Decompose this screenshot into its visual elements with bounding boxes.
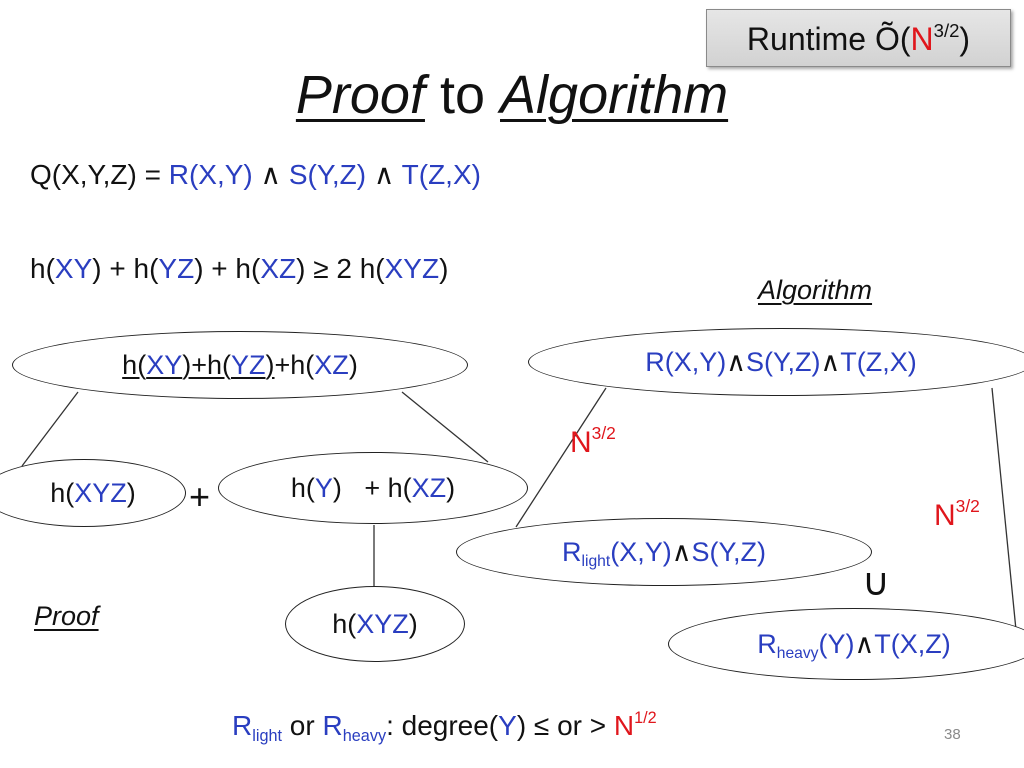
- heavy-args: (Y): [818, 628, 855, 659]
- proof-bottom-text: h(: [332, 608, 357, 639]
- algo-edge-left: [515, 387, 607, 528]
- proof-root-xz: XZ: [314, 349, 349, 380]
- algo-root-t: T(Z,X): [840, 346, 917, 377]
- proof-left-text: h(: [50, 477, 75, 508]
- title-to: to: [424, 65, 501, 125]
- proof-edge-right: [401, 391, 489, 463]
- runtime-suffix: ): [959, 21, 971, 57]
- ineq-xyz: XYZ: [384, 253, 440, 284]
- footer-r-heavy: R: [322, 710, 343, 741]
- entropy-inequality: h(XY) + h(YZ) + h(XZ) ≥ 2 h(XYZ): [30, 253, 448, 285]
- proof-left-text: ): [126, 477, 136, 508]
- ineq-xz: XZ: [260, 253, 297, 284]
- algo-light-node: Rlight(X,Y)∧S(Y,Z): [456, 518, 872, 586]
- footer-light-subscript: light: [252, 726, 283, 745]
- heavy-r-letter: R: [757, 628, 777, 659]
- footer-n: N: [613, 710, 635, 741]
- runtime-prefix: Runtime Õ(: [746, 21, 911, 57]
- light-subscript: light: [581, 552, 611, 570]
- light-args: (X,Y): [610, 536, 672, 567]
- footer-y: Y: [498, 710, 517, 741]
- query-lhs: Q(X,Y,Z) =: [30, 159, 169, 190]
- proof-root-node: h(XY)+h(YZ)+h(XZ): [12, 331, 468, 399]
- proof-edge-left: [21, 391, 79, 467]
- ineq-yz: YZ: [158, 253, 195, 284]
- light-r-letter: R: [561, 536, 582, 567]
- algo-root-r: R(X,Y): [645, 346, 727, 377]
- query-r: R(X,Y): [168, 159, 253, 190]
- proof-root-text: +h(: [274, 349, 315, 380]
- algorithm-label: Algorithm: [758, 275, 873, 305]
- proof-root-yz: YZ: [231, 349, 266, 380]
- proof-root-text: ): [265, 349, 275, 380]
- ineq-text: h(: [30, 253, 55, 284]
- heavy-t: T(X,Z): [874, 628, 951, 659]
- proof-right-xz: XZ: [411, 472, 447, 503]
- query-formula: Q(X,Y,Z) = R(X,Y) ∧ S(Y,Z) ∧ T(Z,X): [30, 158, 481, 191]
- proof-left-xyz: XYZ: [74, 477, 127, 508]
- light-s: S(Y,Z): [691, 536, 767, 567]
- algo-cost-left: N3/2: [570, 423, 616, 460]
- cost-n: N: [570, 426, 592, 459]
- proof-label: Proof: [34, 601, 99, 631]
- degree-condition: Rlight or Rheavy: degree(Y) ≤ or > N1/2: [232, 709, 657, 745]
- ineq-xy: XY: [54, 253, 93, 284]
- page-number: 38: [944, 726, 961, 743]
- algorithm-root-node: R(X,Y)∧S(Y,Z)∧T(Z,X): [528, 328, 1024, 396]
- proof-root-text: h(: [122, 349, 147, 380]
- footer-exponent: 1/2: [634, 709, 657, 728]
- plus-sign: +: [189, 476, 211, 517]
- footer-or: or: [282, 710, 323, 741]
- algo-root-and: ∧: [726, 346, 746, 377]
- ineq-text: ) + h(: [194, 253, 261, 284]
- heavy-and: ∧: [854, 628, 875, 659]
- query-and-1: ∧: [252, 159, 289, 190]
- proof-right-text: ): [446, 472, 456, 503]
- proof-root-text: )+h(: [182, 349, 231, 380]
- slide-title: Proof to Algorithm: [0, 64, 1024, 126]
- footer-r-light: R: [232, 710, 253, 741]
- runtime-exponent: 3/2: [933, 19, 960, 41]
- query-t: T(Z,X): [401, 159, 481, 190]
- heavy-subscript: heavy: [776, 644, 819, 662]
- proof-right-y: Y: [314, 472, 333, 503]
- proof-right-text: ) + h(: [332, 472, 412, 503]
- ineq-text: ): [439, 253, 449, 284]
- light-r: Rlight: [561, 536, 611, 570]
- algo-cost-right: N3/2: [934, 496, 980, 533]
- proof-right-node: h(Y) + h(XZ): [218, 452, 528, 524]
- ineq-text: ) ≥ 2 h(: [296, 253, 385, 284]
- ineq-text: ) + h(: [92, 253, 159, 284]
- query-s: S(Y,Z): [288, 159, 367, 190]
- proof-left-node: h(XYZ): [0, 459, 186, 527]
- runtime-box: Runtime Õ(N3/2): [706, 9, 1011, 67]
- title-proof: Proof: [295, 65, 425, 125]
- proof-bottom-text: ): [408, 608, 418, 639]
- heavy-r: Rheavy: [757, 628, 819, 662]
- footer-text: : degree(: [386, 710, 499, 741]
- proof-root-underlined: h(XY)+h(YZ): [122, 350, 274, 380]
- algo-root-s: S(Y,Z): [746, 346, 821, 377]
- proof-bottom-xyz: XYZ: [356, 608, 409, 639]
- proof-bottom-node: h(XYZ): [285, 586, 465, 662]
- cost-exponent: 3/2: [591, 423, 616, 444]
- algo-heavy-node: Rheavy(Y)∧T(X,Z): [668, 608, 1024, 680]
- runtime-n: N: [910, 21, 934, 57]
- union-symbol: ∪: [862, 562, 890, 604]
- title-algorithm: Algorithm: [500, 65, 729, 125]
- algo-edge-right: [991, 387, 1017, 631]
- proof-root-text: ): [348, 349, 358, 380]
- query-and-2: ∧: [366, 159, 402, 190]
- light-and: ∧: [671, 536, 692, 567]
- cost-exponent: 3/2: [955, 496, 980, 517]
- footer-heavy-subscript: heavy: [342, 726, 387, 745]
- algo-root-and: ∧: [820, 346, 841, 377]
- proof-right-text: h(: [290, 472, 315, 503]
- proof-root-xy: XY: [146, 349, 183, 380]
- cost-n: N: [934, 499, 956, 532]
- footer-text: ) ≤ or >: [516, 710, 614, 741]
